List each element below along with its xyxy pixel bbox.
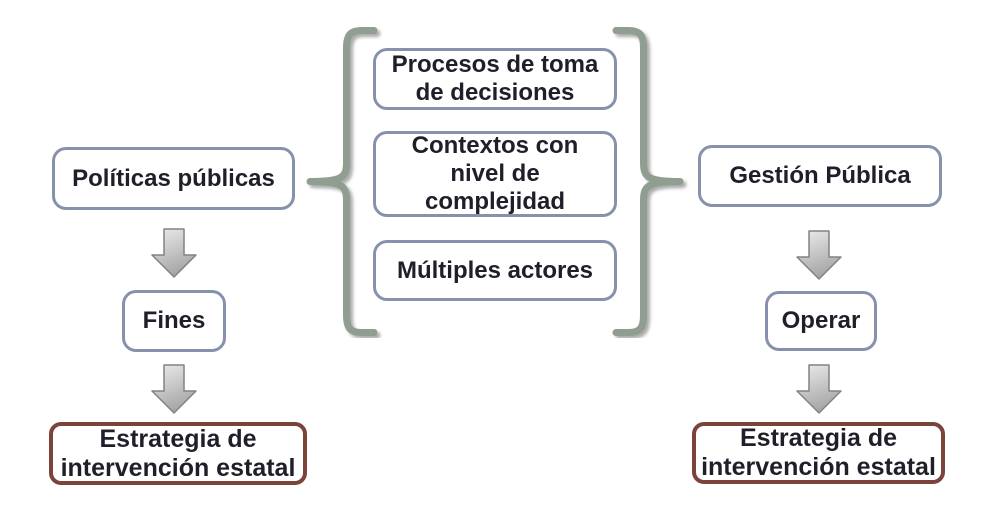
left-curly-brace-icon <box>300 26 382 338</box>
gestion-publica-box: Gestión Pública <box>698 145 942 207</box>
fines-box: Fines <box>122 290 226 352</box>
down-arrow-icon <box>151 228 197 278</box>
operar-box: Operar <box>765 291 877 351</box>
estrategia-intervencion-estatal-box-right: Estrategia de intervención estatal <box>692 422 945 484</box>
down-arrow-icon <box>796 364 842 414</box>
politicas-publicas-box: Políticas públicas <box>52 147 295 210</box>
down-arrow-icon <box>796 230 842 280</box>
multiples-actores-box: Múltiples actores <box>373 240 617 301</box>
procesos-toma-decisiones-box: Procesos de toma de decisiones <box>373 48 617 110</box>
right-curly-brace-icon <box>610 26 692 338</box>
contextos-complejidad-box: Contextos con nivel de complejidad <box>373 131 617 217</box>
down-arrow-icon <box>151 364 197 414</box>
estrategia-intervencion-estatal-box-left: Estrategia de intervención estatal <box>49 422 307 485</box>
